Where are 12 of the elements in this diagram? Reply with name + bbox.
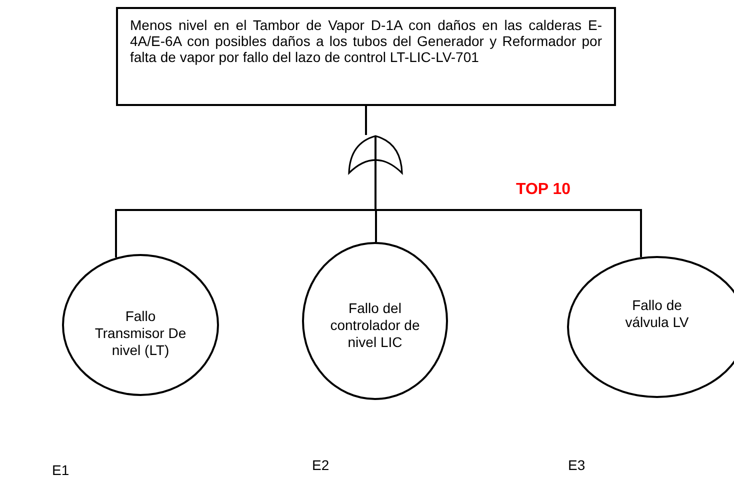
or-gate-symbol bbox=[348, 135, 403, 175]
connector-line bbox=[365, 106, 367, 135]
event-description: Menos nivel en el Tambor de Vapor D-1A con daños en las calderas E-4A/E-6A con posibles daños a los tubos del Generador y Reformador por falta de vapor por fallo del lazo de control LT-LIC-LV-701 bbox=[129, 17, 603, 65]
connector-line bbox=[374, 175, 642, 258]
gate-label: TOP 10 bbox=[516, 181, 571, 199]
top-event-box bbox=[116, 7, 616, 106]
event-code: E2 bbox=[312, 457, 330, 473]
event-code: E1 bbox=[52, 462, 70, 478]
event-text: Fallo Transmisor De nivel (LT) bbox=[94, 308, 188, 358]
event-code: E3 bbox=[568, 457, 586, 473]
event-text: Fallo de válvula LV bbox=[624, 297, 690, 331]
event-text: Fallo del controlador de nivel LIC bbox=[329, 300, 421, 350]
